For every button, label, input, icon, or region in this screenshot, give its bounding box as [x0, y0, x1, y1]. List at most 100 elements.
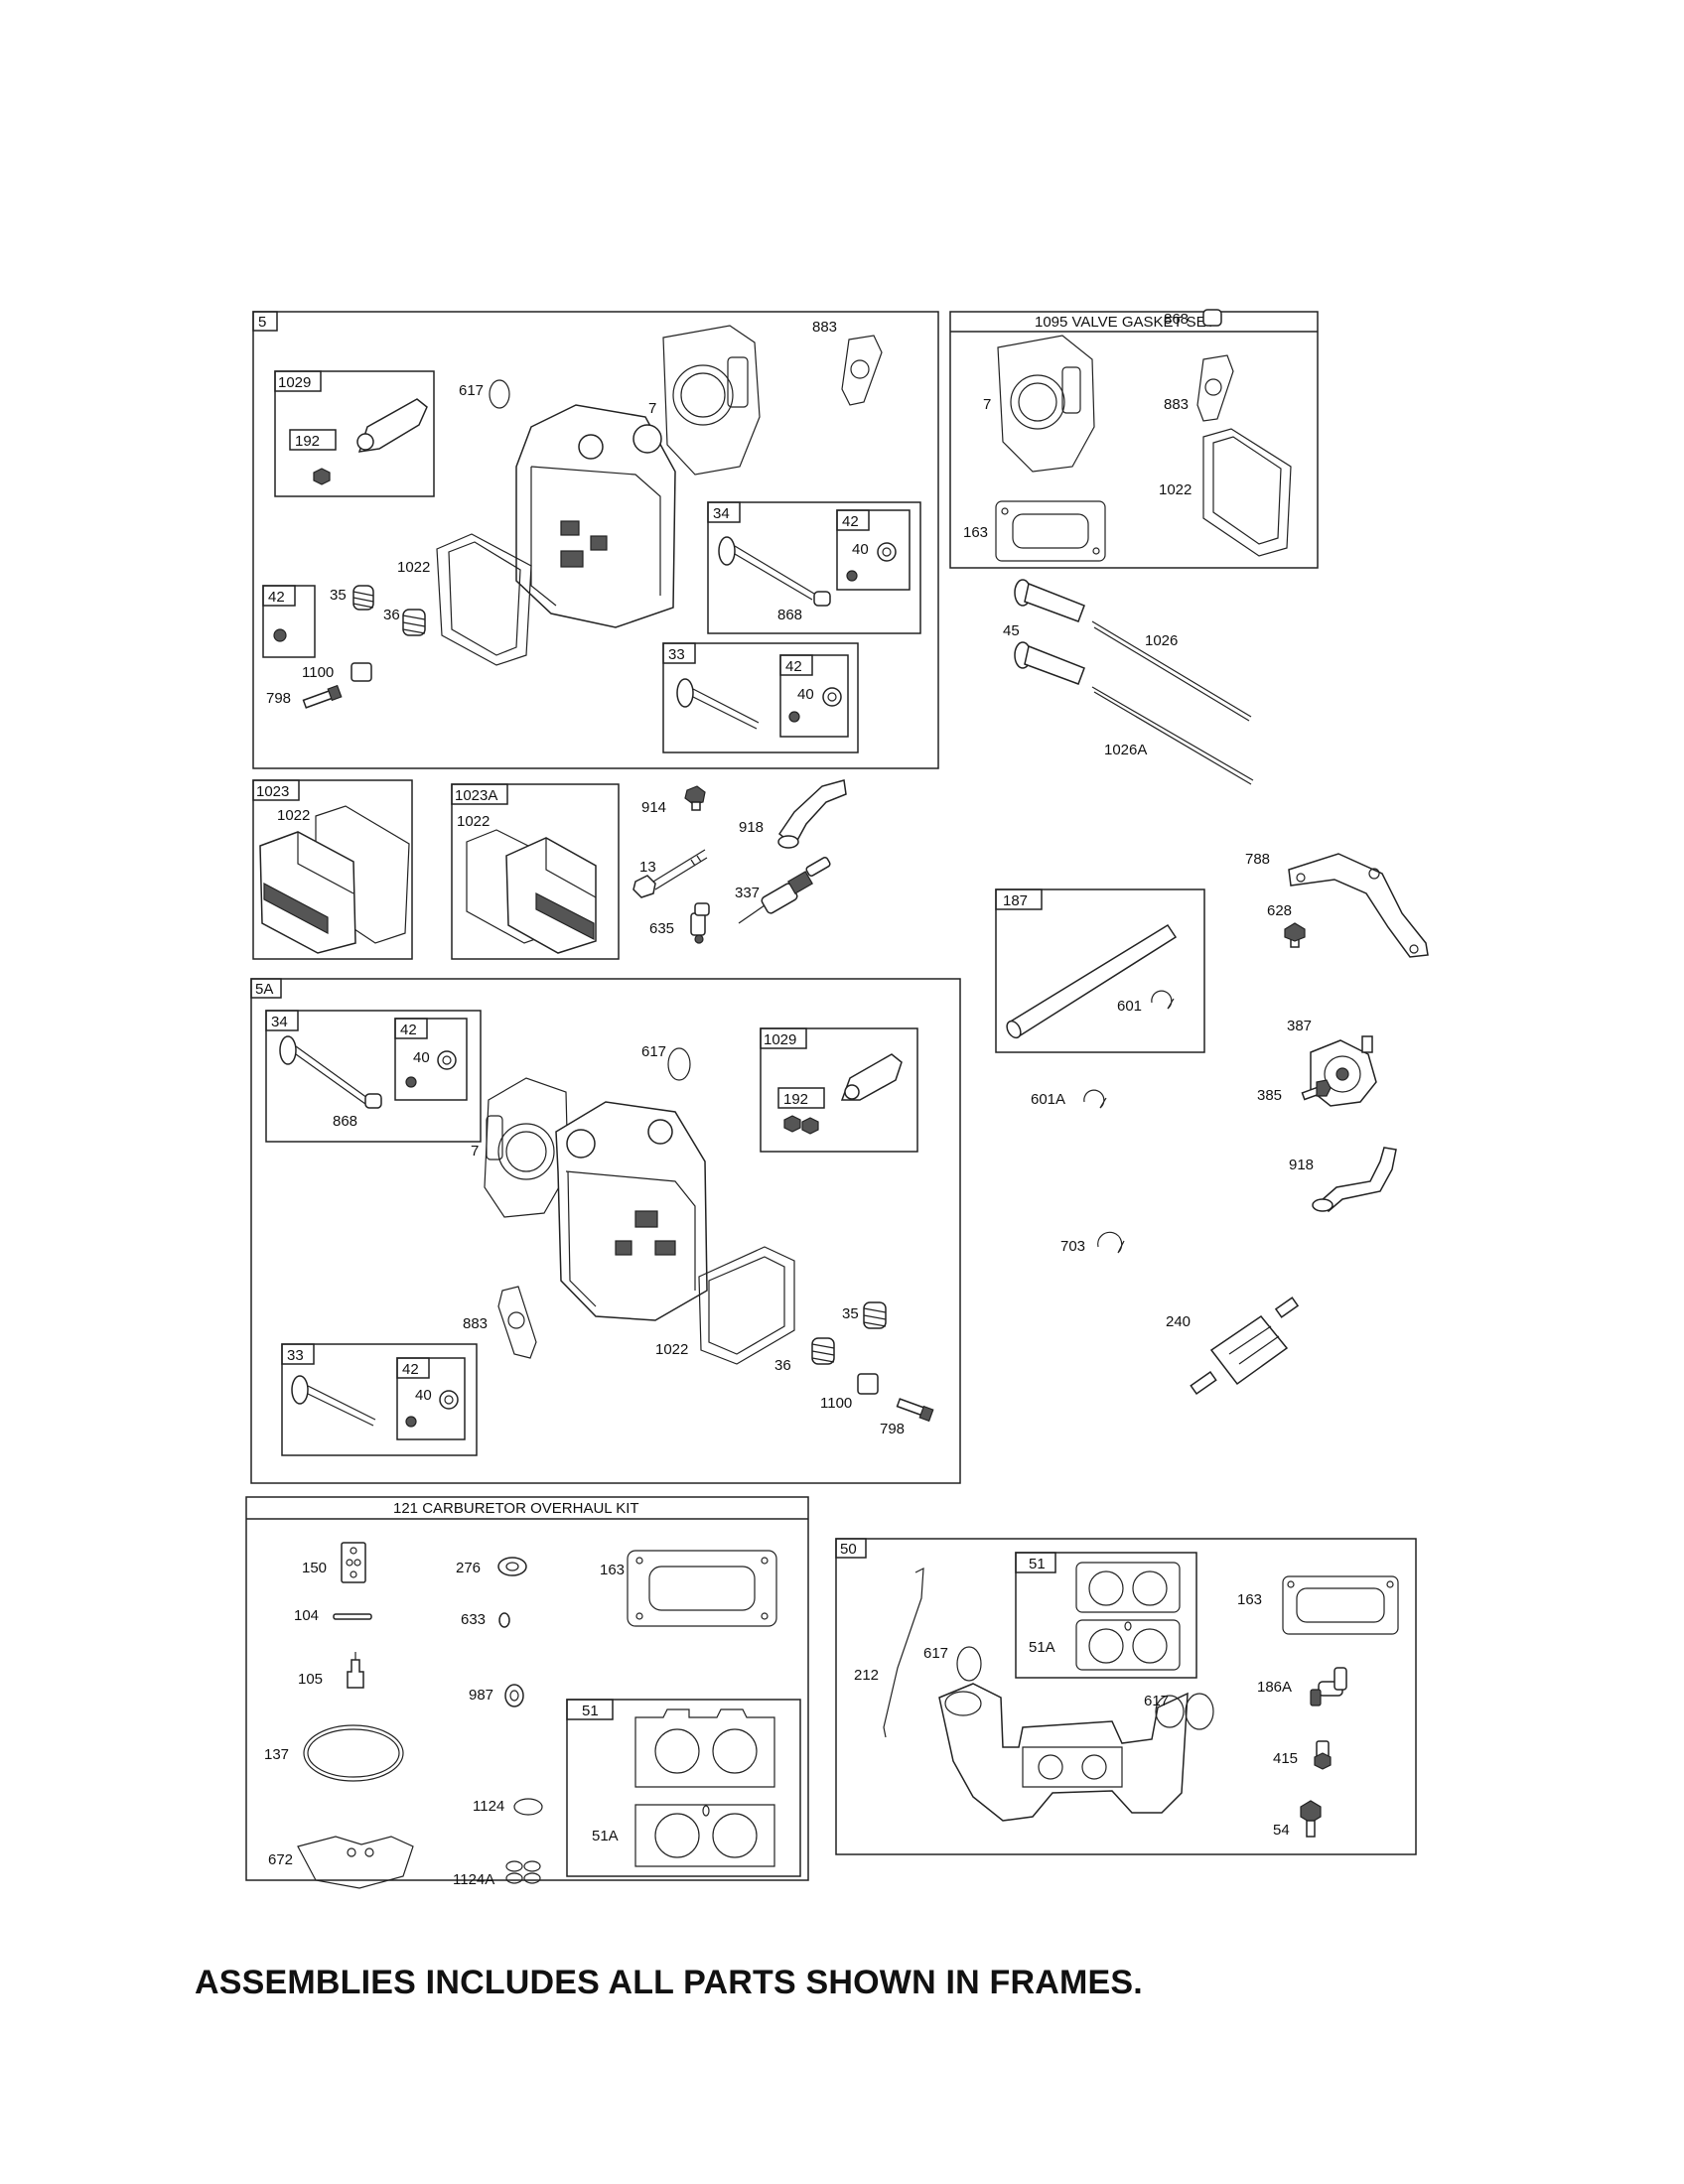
label-137: 137 — [264, 1746, 289, 1763]
valve-icon — [676, 678, 760, 730]
label-7: 7 — [648, 400, 656, 417]
cover-gasket-icon — [436, 533, 532, 666]
fitting-icon — [1314, 1740, 1332, 1770]
label-703: 703 — [1060, 1238, 1085, 1255]
hose-clamp-icon — [1151, 990, 1175, 1010]
intake-gasket-icon — [634, 1804, 775, 1867]
frame-1023A: 1023A 1022 — [451, 783, 620, 960]
label-1026: 1026 — [1145, 632, 1178, 649]
frame-5A-192-tag: 192 — [783, 1091, 808, 1108]
label-918: 918 — [1289, 1157, 1314, 1173]
label-868: 868 — [333, 1113, 357, 1130]
float-needle-seat-icon — [341, 1542, 366, 1583]
frame-5-192-tag: 192 — [295, 433, 320, 450]
label-672: 672 — [268, 1851, 293, 1868]
label-7: 7 — [471, 1143, 479, 1160]
label-240: 240 — [1166, 1313, 1191, 1330]
frame-5A-tag: 5A — [255, 981, 273, 998]
push-rod-group: 45 1026 1026A — [1003, 579, 1254, 785]
label-276: 276 — [456, 1560, 481, 1576]
frame-valve-gasket-set: 1095 VALVE GASKET SET 7 868 883 1022 163 — [949, 309, 1319, 569]
label-212: 212 — [854, 1667, 879, 1684]
push-rod-icon — [1091, 686, 1254, 781]
frame-5-33-42-tag: 42 — [785, 658, 802, 675]
label-987: 987 — [469, 1687, 493, 1704]
label-387: 387 — [1287, 1018, 1312, 1034]
label-1100: 1100 — [820, 1395, 852, 1412]
label-13: 13 — [639, 859, 656, 876]
o-ring-icon — [956, 1646, 982, 1682]
rocker-arm-icon — [357, 398, 428, 453]
assemblies-note: ASSEMBLIES INCLUDES ALL PARTS SHOWN IN F… — [195, 1964, 1143, 2001]
frame-carb-51-tag: 51 — [582, 1703, 599, 1719]
label-633: 633 — [461, 1611, 486, 1628]
screw-icon — [684, 785, 706, 811]
label-1026A: 1026A — [1104, 742, 1147, 758]
label-914: 914 — [641, 799, 666, 816]
label-883: 883 — [463, 1315, 488, 1332]
inlet-needle-icon — [347, 1652, 364, 1689]
frame-5-33-tag: 33 — [668, 646, 685, 663]
carburetor-gasket-icon — [995, 500, 1106, 562]
label-51A: 51A — [592, 1828, 619, 1844]
exhaust-gasket-icon — [497, 1286, 537, 1359]
label-40: 40 — [797, 686, 814, 703]
bowl-gasket-icon — [297, 1836, 414, 1889]
label-617: 617 — [1144, 1693, 1169, 1709]
label-1022: 1022 — [397, 559, 430, 576]
head-gasket-icon — [662, 325, 761, 476]
intake-gasket-icon — [1075, 1562, 1181, 1613]
label-36: 36 — [383, 607, 400, 623]
frame-1023A-tag: 1023A — [455, 787, 497, 804]
pin-icon — [333, 1613, 372, 1620]
label-798: 798 — [880, 1421, 905, 1437]
frame-5A-34-42-tag: 42 — [400, 1022, 417, 1038]
bolt-icon — [302, 684, 343, 709]
cover-gasket-icon — [1202, 428, 1292, 557]
gasket-set-icon — [505, 1860, 541, 1884]
label-601A: 601A — [1031, 1091, 1065, 1108]
carburetor-gasket-icon — [627, 1550, 777, 1627]
valve-icon — [291, 1375, 376, 1427]
label-337: 337 — [735, 885, 760, 901]
head-gasket-icon — [484, 1077, 569, 1218]
hose-clamp-icon — [1083, 1089, 1107, 1109]
frame-carb-kit-title: 121 CARBURETOR OVERHAUL KIT — [393, 1500, 639, 1517]
label-635: 635 — [649, 920, 674, 937]
o-ring-icon — [489, 379, 510, 409]
valve-spring-icon — [402, 609, 426, 636]
label-883: 883 — [812, 319, 837, 336]
valve-seal-icon — [437, 1050, 457, 1070]
label-54: 54 — [1273, 1822, 1290, 1839]
cylinder-head-icon — [515, 404, 676, 628]
fuel-hose-icon — [1319, 1147, 1397, 1213]
label-40: 40 — [415, 1387, 432, 1404]
label-1022: 1022 — [277, 807, 310, 824]
frame-1023: 1023 1022 — [252, 779, 413, 960]
label-1100: 1100 — [302, 664, 334, 681]
clip-icon — [857, 1373, 879, 1395]
elbow-fitting-icon — [1310, 1667, 1347, 1706]
valve-icon — [279, 1035, 368, 1105]
governor-link-icon — [883, 1567, 924, 1738]
label-617: 617 — [923, 1645, 948, 1662]
cylinder-head-icon — [555, 1101, 708, 1321]
valve-seal-icon — [439, 1390, 459, 1410]
push-rod-icon — [1091, 620, 1252, 718]
label-163: 163 — [600, 1562, 625, 1578]
plug-icon — [498, 1612, 510, 1628]
washer-icon — [504, 1684, 524, 1707]
label-104: 104 — [294, 1607, 319, 1624]
frame-50-tag: 50 — [840, 1541, 857, 1558]
bracket-icon — [1288, 853, 1429, 958]
intake-gasket-icon — [634, 1708, 775, 1788]
label-105: 105 — [298, 1671, 323, 1688]
o-ring-icon — [513, 1798, 543, 1816]
label-1124: 1124 — [473, 1798, 504, 1815]
frame-5-42-tag: 42 — [268, 589, 285, 606]
label-628: 628 — [1267, 902, 1292, 919]
valve-cap-icon — [1202, 309, 1222, 327]
frame-50: 50 212 617 51 51A 617 — [835, 1538, 1417, 1855]
label-415: 415 — [1273, 1750, 1298, 1767]
frame-5-1029-tag: 1029 — [278, 374, 311, 391]
